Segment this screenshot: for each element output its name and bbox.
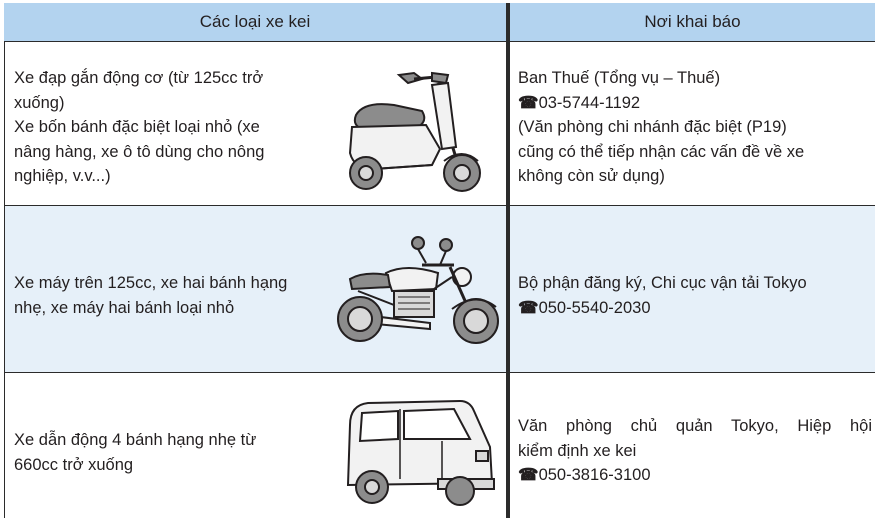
office-name: Bộ phận đăng ký, Chi cục vận tải Tokyo	[518, 274, 807, 292]
phone-icon: ☎	[518, 466, 539, 484]
registration-office-text: Bộ phận đăng ký, Chi cục vận tải Tokyo ☎…	[518, 271, 872, 320]
phone-line: ☎050-5540-2030	[518, 296, 872, 321]
kei-car-illustration	[346, 399, 495, 506]
phone-line: ☎050-3816-3100	[518, 463, 872, 488]
column-divider	[506, 3, 510, 518]
motorcycle-illustration	[337, 236, 499, 344]
phone-number: 050-3816-3100	[538, 466, 651, 484]
row-divider	[5, 205, 875, 206]
vehicle-types-text: Xe dẫn động 4 bánh hạng nhẹ từ 660cc trở…	[14, 431, 257, 474]
office-name: Ban Thuế (Tổng vụ – Thuế)	[518, 69, 721, 87]
vehicle-types-text: Xe máy trên 125cc, xe hai bánh hạng nhẹ,…	[14, 274, 288, 317]
table-row	[5, 206, 875, 372]
registration-office-text: Ban Thuế (Tổng vụ – Thuế) ☎03-5744-1192 …	[518, 66, 872, 189]
row-divider	[5, 372, 875, 373]
header-vehicle-types: Các loại xe kei	[4, 3, 506, 42]
vehicle-registration-table: Các loại xe kei Nơi khai báo Xe đạp gắn …	[4, 3, 875, 518]
scooter-illustration	[348, 71, 481, 192]
phone-line: ☎03-5744-1192	[518, 91, 872, 116]
office-name-line-1: Văn phòng chủ quản Tokyo, Hiệp hội	[518, 417, 872, 435]
office-name-line-2: kiểm định xe kei	[518, 441, 637, 460]
phone-icon: ☎	[518, 298, 539, 317]
phone-number: 050-5540-2030	[538, 298, 651, 317]
phone-icon: ☎	[518, 93, 539, 112]
registration-office-text: Văn phòng chủ quản Tokyo, Hiệp hội kiểm …	[518, 414, 872, 488]
header-registration-office: Nơi khai báo	[510, 3, 875, 42]
phone-number: 03-5744-1192	[538, 93, 641, 112]
vehicle-types-text: Xe đạp gắn động cơ (từ 125cc trở xuống) …	[14, 69, 265, 185]
table-left-border	[4, 3, 5, 518]
